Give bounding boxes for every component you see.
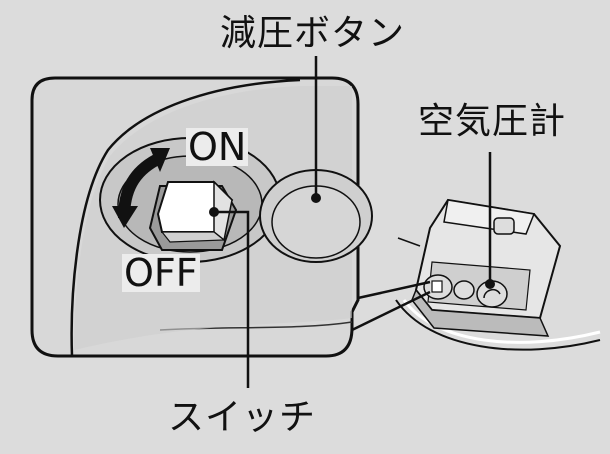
rotation-arrow-icon: [112, 148, 170, 228]
leader-switch: [216, 210, 250, 388]
label-on: ON: [186, 125, 249, 169]
leader-gauge-dot: [485, 279, 495, 289]
leader-decompress-dot: [311, 193, 321, 203]
label-switch: スイッチ: [168, 397, 317, 438]
rocker-switch: [148, 180, 238, 251]
zoom-line-top: [357, 280, 431, 300]
label-pressure-gauge: 空気圧計: [418, 101, 567, 142]
label-decompress-button: 減圧ボタン: [220, 13, 406, 54]
leader-switch-dot: [209, 207, 219, 217]
zoom-line-bottom: [351, 290, 431, 332]
device-body-outline: [70, 78, 301, 357]
gauge-device: [395, 198, 601, 351]
label-off: OFF: [122, 251, 200, 295]
